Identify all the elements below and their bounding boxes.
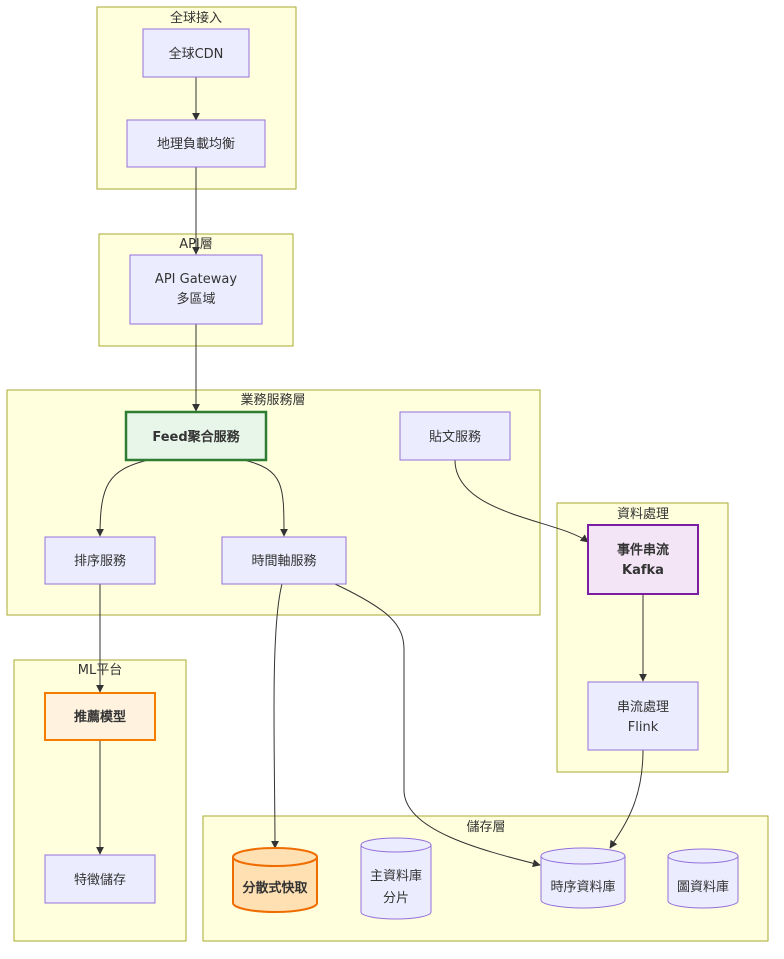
node-cdn-label: 全球CDN xyxy=(169,46,224,62)
node-event-stream[interactable]: 事件串流 Kafka xyxy=(587,524,699,595)
node-timeseries-database[interactable]: 時序資料庫 xyxy=(540,847,626,909)
node-distributed-cache[interactable]: 分散式快取 xyxy=(232,847,318,913)
edge-post-to-kafka xyxy=(454,459,589,543)
cluster-label-business: 業務服務層 xyxy=(240,392,305,408)
node-api-gateway[interactable]: API Gateway 多區域 xyxy=(129,254,263,325)
node-timeseries-database-label: 時序資料庫 xyxy=(550,880,615,895)
node-ranking-service[interactable]: 排序服務 xyxy=(44,536,156,585)
node-distributed-cache-label: 分散式快取 xyxy=(242,880,308,896)
node-api-gateway-label-1: API Gateway xyxy=(155,272,237,287)
edges xyxy=(96,77,647,868)
node-timeline-service-label: 時間軸服務 xyxy=(251,554,316,569)
node-stream-processing[interactable]: 串流處理 Flink xyxy=(587,681,699,751)
node-geo-lb[interactable]: 地理負載均衡 xyxy=(126,119,266,168)
node-feature-store-label: 特徵儲存 xyxy=(74,873,126,888)
node-stream-processing-label-2: Flink xyxy=(628,720,659,735)
node-graph-database[interactable]: 圖資料庫 xyxy=(667,848,739,909)
node-feed-aggregation-label: Feed聚合服務 xyxy=(152,429,240,445)
node-recommendation-model-label: 推薦模型 xyxy=(74,709,126,725)
node-main-database-label-1: 主資料庫 xyxy=(370,869,422,884)
edge-feed-to-timeline xyxy=(243,459,288,537)
node-stream-processing-label-1: 串流處理 xyxy=(617,700,669,715)
node-graph-database-label: 圖資料庫 xyxy=(677,880,729,895)
node-main-database-label-2: 分片 xyxy=(383,891,409,906)
node-feed-aggregation[interactable]: Feed聚合服務 xyxy=(124,410,268,462)
node-post-service-label: 貼文服務 xyxy=(429,430,481,445)
node-timeline-service[interactable]: 時間軸服務 xyxy=(221,536,347,585)
cluster-label-data-processing: 資料處理 xyxy=(617,507,669,522)
node-geo-lb-label: 地理負載均衡 xyxy=(157,137,235,152)
edge-timeline-to-ts-db xyxy=(334,583,541,868)
node-feature-store[interactable]: 特徵儲存 xyxy=(44,854,156,904)
cluster-label-global-access: 全球接入 xyxy=(170,10,222,26)
node-main-database[interactable]: 主資料庫 分片 xyxy=(360,837,432,920)
node-event-stream-label-2: Kafka xyxy=(622,563,664,578)
edge-feed-to-ranking xyxy=(96,459,149,537)
node-ranking-service-label: 排序服務 xyxy=(74,554,126,569)
cluster-label-storage: 儲存層 xyxy=(466,820,505,835)
node-cdn[interactable]: 全球CDN xyxy=(142,28,250,78)
node-post-service[interactable]: 貼文服務 xyxy=(399,411,511,461)
node-api-gateway-label-2: 多區域 xyxy=(176,291,215,307)
node-recommendation-model[interactable]: 推薦模型 xyxy=(44,692,156,741)
edge-flink-to-ts-db xyxy=(609,749,644,849)
edge-timeline-to-cache xyxy=(270,583,283,849)
node-event-stream-label-1: 事件串流 xyxy=(617,542,669,558)
